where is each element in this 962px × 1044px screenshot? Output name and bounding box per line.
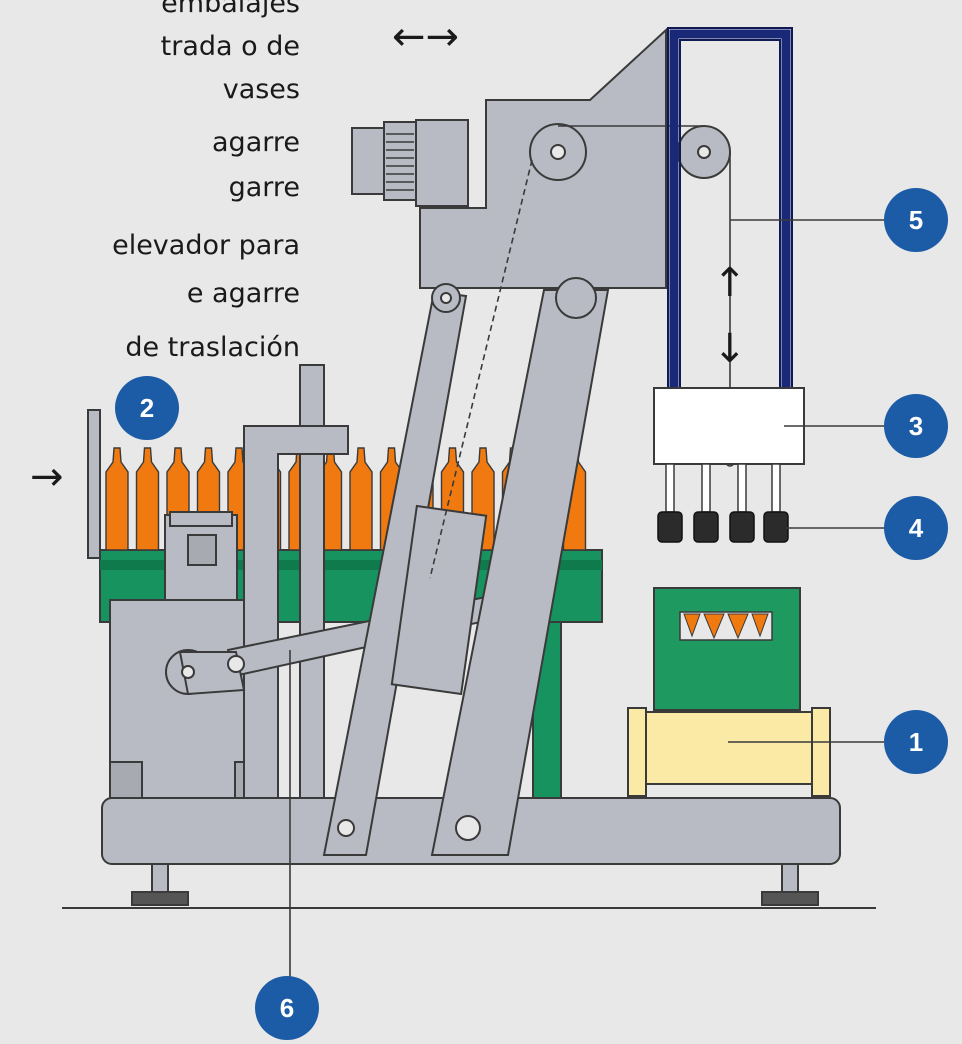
gripper-stem: [665, 463, 675, 513]
callout-badge-6: 6: [255, 976, 319, 1040]
callout-number: 2: [140, 393, 154, 423]
callout-badge-5: 5: [884, 188, 948, 252]
legend-line: garre: [228, 172, 300, 203]
callout-number: 1: [909, 727, 923, 757]
lift-up-arrow: ↑: [713, 260, 747, 306]
traverse-arrow: ←→: [392, 14, 459, 60]
gripper-tulip: [693, 511, 719, 543]
crate-roller: [627, 707, 831, 797]
gripper-stem: [771, 463, 781, 513]
gripper-head: [653, 387, 805, 465]
callout-number: 5: [909, 205, 923, 235]
bottle: [349, 447, 373, 551]
callout-badge-2: 2: [115, 376, 179, 440]
legend-line: de traslación: [125, 332, 300, 363]
infeed-stop-plate: [87, 409, 101, 559]
gripper-tulip: [657, 511, 683, 543]
legend-line: agarre: [212, 127, 300, 158]
legend-line: e agarre: [186, 278, 300, 309]
crate: [653, 587, 801, 711]
infeed-arrow: →: [30, 454, 64, 500]
legend-text-block: embalajes trada o de vases agarre garre …: [0, 0, 300, 380]
bottle: [135, 447, 160, 551]
gripper-tulip: [763, 511, 789, 543]
callout-badge-1: 1: [884, 710, 948, 774]
gripper-tulip: [729, 511, 755, 543]
guide-column: [243, 364, 349, 799]
machine-feet: [131, 861, 819, 906]
legend-line: vases: [222, 74, 300, 105]
callout-badge-3: 3: [884, 394, 948, 458]
gripper-frame: [669, 29, 791, 390]
bottle: [105, 447, 129, 551]
legend-line: embalajes: [161, 0, 300, 19]
legend-line: trada o de: [160, 31, 300, 62]
head-housing: [351, 27, 731, 319]
callout-number: 3: [909, 411, 923, 441]
lift-down-arrow: ↓: [713, 326, 747, 372]
gripper-stem: [737, 463, 747, 513]
gripper-tulips: [657, 463, 789, 543]
callout-number: 4: [909, 513, 924, 543]
callout-leaders: [289, 219, 884, 998]
callout-number: 6: [280, 993, 294, 1023]
legend-line: elevador para: [112, 230, 300, 261]
callout-badge-4: 4: [884, 496, 948, 560]
gripper-stem: [701, 463, 711, 513]
